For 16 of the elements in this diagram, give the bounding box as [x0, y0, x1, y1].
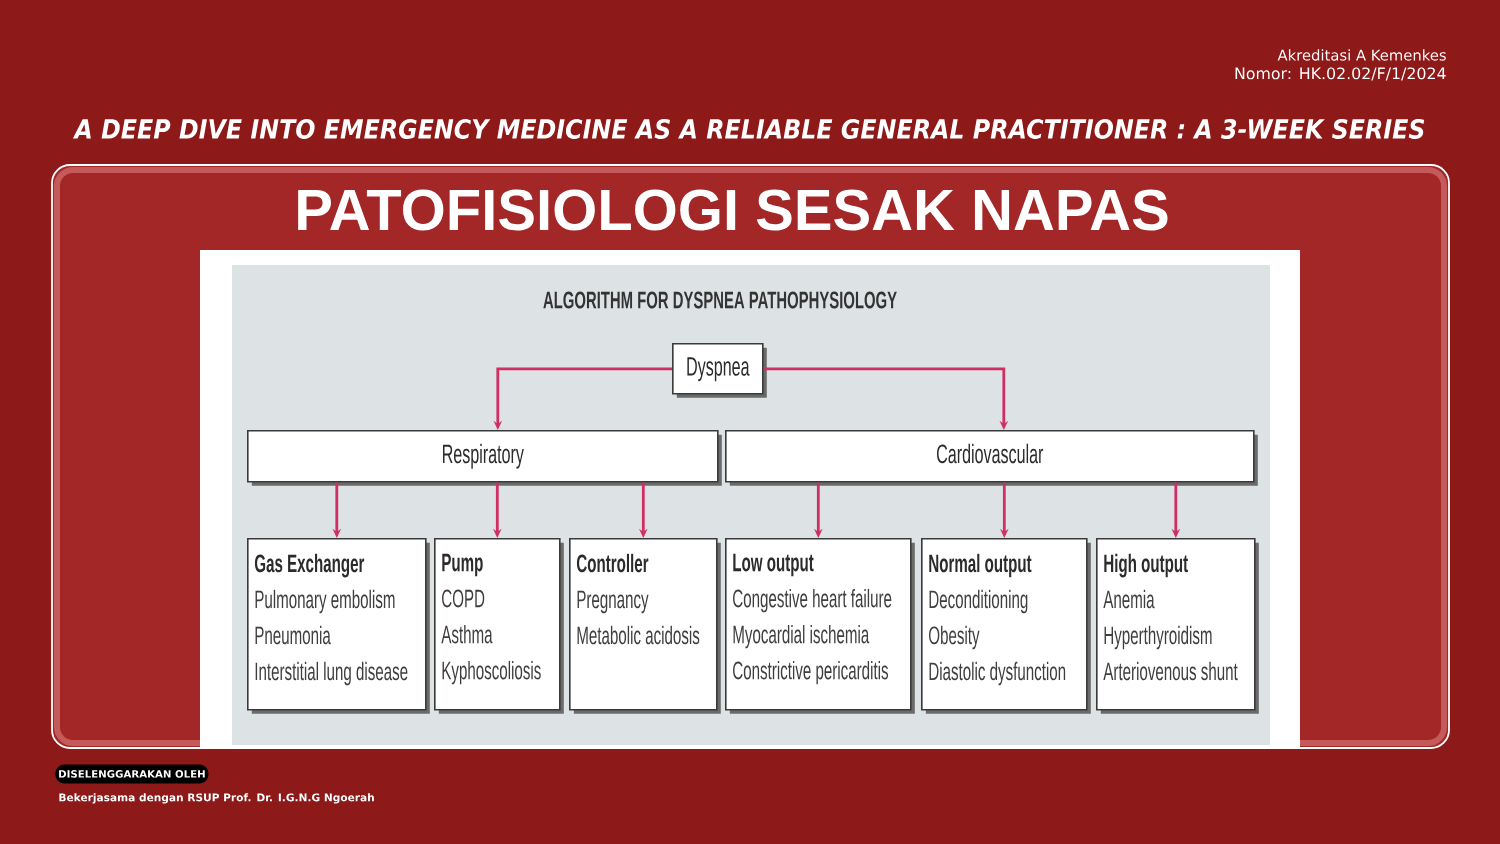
slide-title: PATOFISIOLOGI SESAK NAPAS	[298, 189, 1168, 231]
cause-box: Gas Exchanger Pulmonary embolism Pneumonia Interstitial lung disease	[247, 538, 430, 714]
beside-text: Bekerjasama dengan RSUP Prof. Dr. I.G.N.G Ngoerah	[59, 793, 374, 804]
subtitle: A DEEP DIVE INTO EMERGENCY MEDICINE AS A RELIABLE GENERAL PRACTITIONER : A 3-WEEK SERIES	[72, 119, 1425, 139]
category-box: Respiratory	[247, 430, 722, 486]
category-box: Cardiovascular	[725, 430, 1258, 486]
cause-box: Normal output Deconditioning Obesity Diastolic dysfunction	[921, 538, 1091, 714]
accreditation-text: Akreditasi A Kemenkes	[1277, 49, 1446, 61]
heading-label: ALGORITHM FOR DYSPNEA PATHOPHYSIOLOGY	[543, 291, 897, 309]
organizer-tag: DISELENGGARAKAN OLEH	[55, 764, 209, 784]
cause-box: Low output Congestive heart failure Myocardial ischemia Constrictive pericarditis	[725, 538, 915, 714]
accreditation-number: Nomor: HK.02.02/F/1/2024	[1235, 67, 1446, 81]
cause-box: Controller Pregnancy Metabolic acidosis	[569, 538, 721, 714]
cause-box: High output Anemia Hyperthyroidism Arteriovenous shunt	[1096, 538, 1259, 714]
cause-box: Pump COPD Asthma Kyphoscoliosis	[434, 538, 564, 714]
start-box: Dyspnea	[672, 343, 767, 398]
